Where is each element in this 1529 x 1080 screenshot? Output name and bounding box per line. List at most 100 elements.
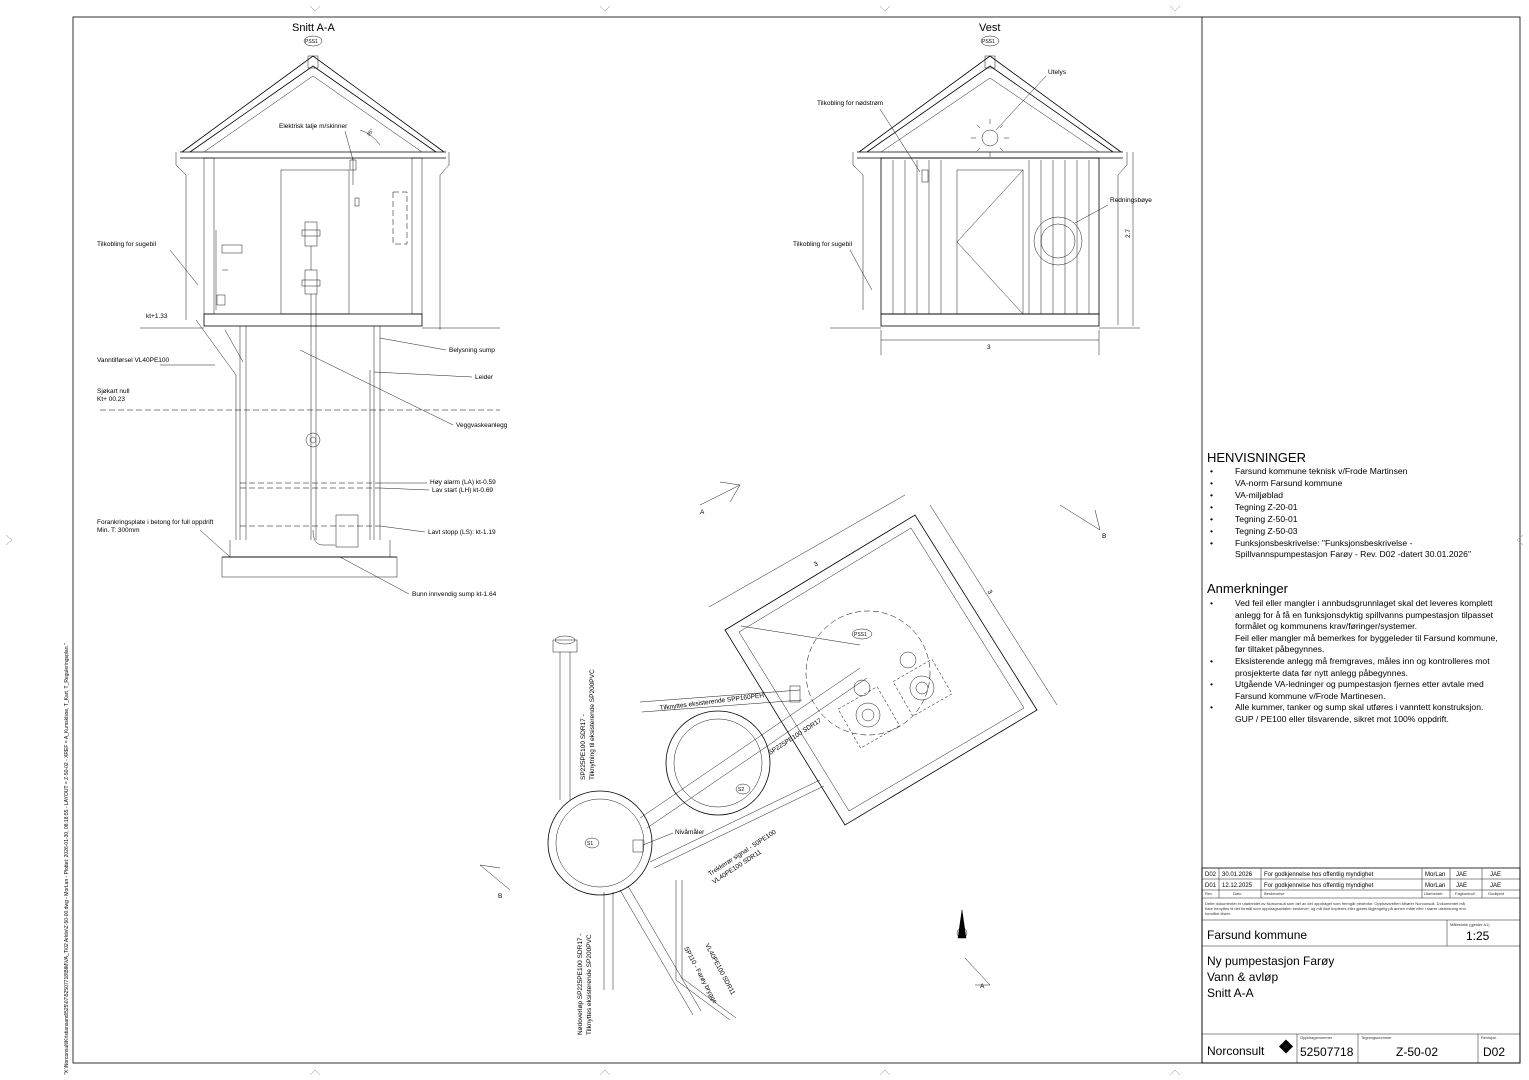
client-name: Farsund kommune — [1207, 928, 1307, 942]
remark-line: prosjekterte data før nytt anlegg påbegy… — [1235, 668, 1408, 678]
chart-zero-label: Sjøkart null — [97, 388, 130, 395]
svg-text:JAE: JAE — [1456, 883, 1467, 889]
section-title: Snitt A-A — [292, 22, 335, 34]
level-133-label: kt+1.33 — [146, 313, 168, 320]
wash-label: Veggvaskeanlegg — [456, 422, 508, 429]
drawing-number-label: Tegningsnummer — [1361, 1035, 1392, 1040]
svg-text:D01: D01 — [1205, 883, 1217, 889]
roof-angle-label: 35° — [366, 128, 375, 138]
section-marker-a-top: A — [700, 509, 705, 516]
svg-text:•: • — [1210, 490, 1213, 500]
drawing-title: Snitt A-A — [1207, 986, 1254, 1000]
plan-view-drawing: 3 3 PSS1 S2 S1 — [479, 481, 1106, 1035]
svg-text:•: • — [1210, 514, 1213, 524]
svg-text:Fagkontroll: Fagkontroll — [1455, 891, 1475, 896]
disclaimer-line: bare benyttes til det formål som oppdrag… — [1205, 906, 1466, 911]
connect-existing-label: Tilknyttes eksisterende SPP160PEH — [659, 692, 764, 712]
pss1-tag-section: PSS1 — [303, 35, 323, 47]
reference-item: VA-norm Farsund kommune — [1235, 478, 1343, 488]
remark-line: formålet og kommunens krav/føringer/syst… — [1235, 621, 1417, 631]
project-discipline: Vann & avløp — [1207, 970, 1278, 984]
references-list: • Farsund kommune teknisk v/Frode Martin… — [1210, 466, 1471, 559]
svg-text:Dato: Dato — [1233, 891, 1242, 896]
pss1-tag-plan: PSS1 — [854, 632, 867, 638]
svg-text:30.01.2026: 30.01.2026 — [1222, 872, 1253, 878]
file-path-label: "X:\Norconsult\Kristiansand\525\07\52507… — [64, 643, 70, 1075]
chart-zero-level: Kt+ 00.23 — [97, 396, 125, 403]
logo-mark-icon — [1278, 1039, 1294, 1054]
elevation-width-dim: 3 — [987, 344, 991, 351]
svg-text:Beskrivelse: Beskrivelse — [1264, 891, 1285, 896]
hoist-label: Elektrisk talje m/skinner — [279, 123, 348, 130]
signal-label-1: Trekkerør signal - 50PE100 — [707, 828, 778, 877]
elevation-title: Vest — [979, 22, 1000, 34]
plan-dim-right: 3 — [986, 589, 994, 596]
remark-line: Farsund kommune v/Frode Martinesen. — [1235, 691, 1385, 701]
svg-text:•: • — [1210, 538, 1213, 548]
project-title: Ny pumpestasjon Farøy — [1207, 954, 1334, 968]
assignment-number: 52507718 — [1300, 1045, 1354, 1059]
svg-text:MorLan: MorLan — [1425, 872, 1445, 878]
bottom-label: Bunn innvendig sump kt-1.64 — [412, 591, 497, 598]
norconsult-logo: Norconsult — [1207, 1039, 1294, 1058]
water-supply-label: Vanntilførsel VL40PE100 — [97, 357, 170, 364]
svg-text:•: • — [1210, 478, 1213, 488]
section-marker-b-left: B — [498, 893, 502, 900]
ladder-label: Leider — [475, 374, 494, 381]
reference-item: Farsund kommune teknisk v/Frode Martinse… — [1235, 466, 1408, 476]
svg-text:Utarbeidet: Utarbeidet — [1424, 891, 1443, 896]
disclaimer-line: Dette dokumentet er utarbeidet av Norcon… — [1205, 901, 1466, 906]
low-start-label: Lav start (LH) kt-0.69 — [432, 487, 493, 494]
revision-headers: Rev. Dato Beskrivelse Utarbeidet Fagkont… — [1205, 891, 1505, 896]
pipe-left-label-1: SP225PE100 SDR17 - — [580, 714, 587, 780]
overflow-label-2: Tilknyttes eksisterende SP200PVC — [586, 934, 593, 1035]
remark-line: Eksisterende anlegg må fremgraves, måles… — [1235, 656, 1490, 666]
svg-text:PSS1: PSS1 — [982, 39, 995, 45]
remarks-list: • Ved feil eller mangler i annbudsgrunnl… — [1210, 598, 1498, 724]
high-alarm-label: Høy alarm (LA) kt-0.59 — [430, 479, 496, 486]
revision-row: D02 30.01.2026 For godkjennelse hos offe… — [1205, 872, 1501, 878]
s1-label: S1 — [587, 841, 593, 847]
lighting-label: Belysning sump — [449, 347, 495, 354]
revision-label: Revisjon — [1481, 1035, 1496, 1040]
s2-label: S2 — [738, 787, 744, 793]
svg-text:Godkjent: Godkjent — [1488, 891, 1505, 896]
emergency-power-label: Tilkobling for nødstrøm — [817, 100, 883, 107]
anchor-thickness: Min. T: 300mm — [97, 527, 140, 534]
remark-line: før tiltaket påbegynnes. — [1235, 644, 1324, 654]
svg-text:12.12.2025: 12.12.2025 — [1222, 883, 1253, 889]
assignment-label: Oppdragsnummer — [1300, 1035, 1333, 1040]
pss1-tag-elevation: PSS1 — [980, 35, 1000, 47]
anchor-label: Forankringsplate i betong for full oppdr… — [97, 519, 214, 526]
references-heading: HENVISNINGER — [1207, 450, 1306, 465]
elevation-vest-drawing: Vest PSS1 — [793, 22, 1152, 355]
remark-line: Utgående VA-ledninger og pumpestasjon fj… — [1235, 679, 1484, 689]
revision-code: D02 — [1483, 1045, 1505, 1059]
svg-text:JAE: JAE — [1490, 872, 1501, 878]
remark-line: Alle kummer, tanker og sump skal utføres… — [1235, 702, 1483, 712]
svg-text:•: • — [1210, 598, 1213, 608]
svg-text:•: • — [1210, 502, 1213, 512]
remark-line: Feil eller mangler må bemerkes for bygge… — [1235, 633, 1498, 643]
overflow-label-1: Nødoverløp SP225PE100 SDR17 - — [577, 933, 584, 1035]
outdoor-light-label: Utelys — [1048, 69, 1067, 76]
section-a-a-drawing: Snitt A-A PSS1 — [97, 22, 508, 598]
scale-value: 1:25 — [1466, 929, 1490, 943]
section-marker-b-right: B — [1102, 533, 1106, 540]
pipe-sp225-label: SP225PE100 SDR17 — [767, 717, 823, 757]
suction-label-section: Tilkobling for sugebil — [97, 241, 157, 248]
svg-text:•: • — [1210, 466, 1213, 476]
reference-item: VA-miljøblad — [1235, 490, 1283, 500]
remark-line: anlegg for å få en funksjonsdyktig spill… — [1235, 610, 1494, 620]
svg-text:JAE: JAE — [1490, 883, 1501, 889]
svg-text:PSS1: PSS1 — [305, 39, 318, 45]
lifebuoy-label: Redningsbøye — [1110, 197, 1152, 204]
svg-text:•: • — [1210, 526, 1213, 536]
pipe-left-label-2: Tilknytning til eksisterende SP200PVC — [589, 669, 596, 780]
svg-text:Norconsult: Norconsult — [1207, 1044, 1265, 1058]
reference-item: Spillvannspumpestasjon Farøy - Rev. D02 … — [1235, 549, 1471, 559]
title-block: D02 30.01.2026 For godkjennelse hos offe… — [1201, 867, 1521, 1064]
revision-table: D02 30.01.2026 For godkjennelse hos offe… — [1202, 868, 1520, 899]
reference-item: Tegning Z-50-01 — [1235, 514, 1298, 524]
